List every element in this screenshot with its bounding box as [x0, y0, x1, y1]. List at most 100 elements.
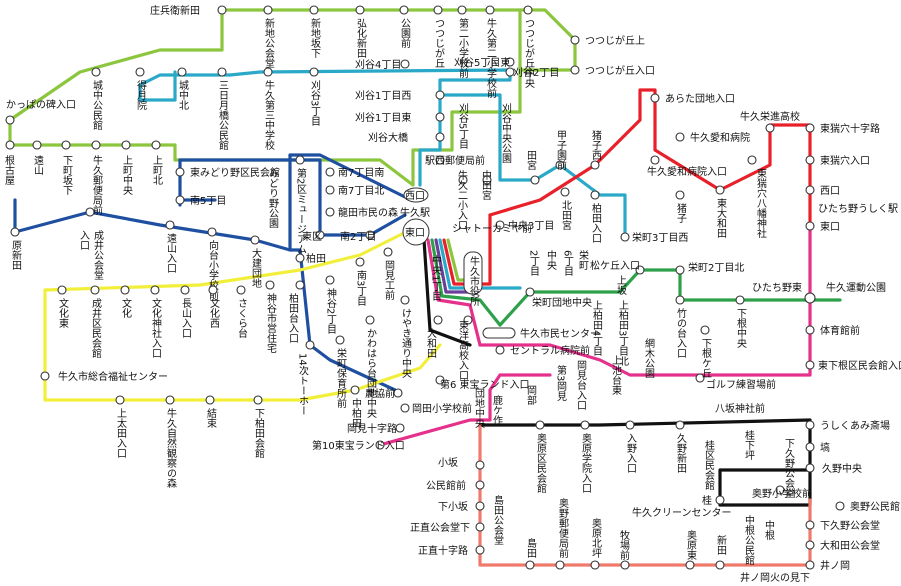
station-s155[interactable] — [580, 420, 590, 430]
station-s63[interactable] — [365, 230, 375, 240]
station-s119[interactable] — [675, 265, 685, 275]
station-s85[interactable] — [115, 395, 125, 405]
station-s36[interactable] — [805, 155, 815, 165]
station-s157[interactable] — [675, 420, 685, 430]
station-s33[interactable] — [765, 123, 775, 133]
station-s80[interactable] — [295, 280, 305, 290]
station-s32[interactable] — [715, 185, 725, 195]
station-s109[interactable] — [805, 360, 815, 370]
station-s142[interactable] — [475, 501, 485, 511]
station-s62[interactable] — [325, 207, 335, 217]
higashiguchi-hub[interactable] — [402, 218, 430, 246]
station-s141[interactable] — [475, 480, 485, 490]
station-s90[interactable] — [335, 335, 345, 345]
station-s59[interactable] — [175, 195, 185, 205]
station-s108[interactable] — [695, 373, 705, 383]
station-s81[interactable] — [325, 275, 335, 285]
station-s4[interactable] — [355, 5, 365, 15]
station-s2[interactable] — [263, 5, 273, 15]
station-s79[interactable] — [265, 280, 275, 290]
station-s44[interactable] — [590, 190, 600, 200]
station-s84[interactable] — [40, 371, 50, 381]
station-s47[interactable] — [458, 175, 468, 185]
station-s48[interactable] — [495, 220, 505, 230]
station-s82[interactable] — [355, 257, 365, 267]
station-s137[interactable] — [805, 560, 815, 570]
station-s64[interactable] — [315, 230, 325, 240]
station-s26[interactable] — [435, 132, 445, 142]
station-s23[interactable] — [435, 112, 445, 122]
station-s94[interactable] — [463, 315, 473, 325]
station-s12[interactable] — [400, 59, 410, 69]
station-s120[interactable] — [525, 287, 535, 297]
station-s118[interactable] — [635, 265, 645, 275]
station-s78[interactable] — [236, 285, 246, 295]
station-s132[interactable] — [715, 495, 725, 505]
station-s150[interactable] — [620, 560, 630, 570]
station-s41[interactable] — [590, 160, 600, 170]
station-s52[interactable] — [61, 140, 71, 150]
station-s17[interactable] — [135, 67, 145, 77]
station-s43[interactable] — [560, 187, 570, 197]
station-s46[interactable] — [482, 175, 492, 185]
station-s72[interactable] — [57, 285, 67, 295]
station-s18[interactable] — [177, 67, 187, 77]
station-s50[interactable] — [5, 140, 15, 150]
station-s101[interactable] — [435, 375, 445, 385]
station-s37[interactable] — [805, 185, 815, 195]
station-s16[interactable] — [91, 67, 101, 77]
station-s27[interactable] — [435, 155, 445, 165]
station-s75[interactable] — [150, 285, 160, 295]
station-s71[interactable] — [295, 253, 305, 263]
station-s88[interactable] — [253, 395, 263, 405]
station-s76[interactable] — [180, 285, 190, 295]
station-s91[interactable] — [365, 315, 375, 325]
station-s1[interactable] — [217, 5, 227, 15]
station-s9[interactable] — [523, 5, 533, 15]
station-s136[interactable] — [805, 540, 815, 550]
station-s113[interactable] — [735, 295, 745, 305]
station-s7[interactable] — [457, 5, 467, 15]
station-s93[interactable] — [433, 315, 443, 325]
station-s70[interactable] — [250, 235, 260, 245]
station-s39[interactable] — [805, 221, 815, 231]
station-s96[interactable] — [495, 345, 505, 355]
station-s143[interactable] — [475, 522, 485, 532]
station-s89[interactable] — [305, 340, 315, 350]
station-s20[interactable] — [263, 67, 273, 77]
station-s29[interactable] — [675, 132, 685, 142]
station-s111[interactable] — [804, 292, 816, 304]
station-s6[interactable] — [433, 5, 443, 15]
station-s3[interactable] — [309, 5, 319, 15]
station-s34[interactable] — [747, 155, 757, 165]
station-s56[interactable] — [295, 155, 305, 165]
station-s45[interactable] — [620, 232, 630, 242]
station-s15[interactable] — [5, 115, 15, 125]
station-s40[interactable] — [555, 160, 565, 170]
nishiguchi-hub[interactable] — [403, 187, 429, 203]
station-s68[interactable] — [165, 220, 175, 230]
station-s126[interactable] — [805, 420, 815, 430]
station-s128[interactable] — [805, 463, 815, 473]
station-s14[interactable] — [505, 67, 515, 77]
station-s55[interactable] — [151, 140, 161, 150]
station-s11[interactable] — [570, 65, 580, 75]
station-s148[interactable] — [590, 560, 600, 570]
station-s73[interactable] — [90, 285, 100, 295]
station-s92[interactable] — [400, 295, 410, 305]
station-s13[interactable] — [505, 57, 515, 67]
station-s83[interactable] — [383, 247, 393, 257]
shimin-center-hub[interactable] — [482, 327, 516, 339]
station-s30[interactable] — [650, 155, 660, 165]
station-s87[interactable] — [205, 395, 215, 405]
station-s51[interactable] — [32, 140, 42, 150]
station-s115[interactable] — [675, 295, 685, 305]
station-s100[interactable] — [395, 423, 405, 433]
station-s60[interactable] — [325, 167, 335, 177]
station-s97[interactable] — [350, 385, 360, 395]
station-s10[interactable] — [570, 35, 580, 45]
station-s99[interactable] — [400, 403, 410, 413]
station-s58[interactable] — [175, 167, 185, 177]
station-s133[interactable] — [775, 485, 785, 495]
station-s146[interactable] — [525, 560, 535, 570]
